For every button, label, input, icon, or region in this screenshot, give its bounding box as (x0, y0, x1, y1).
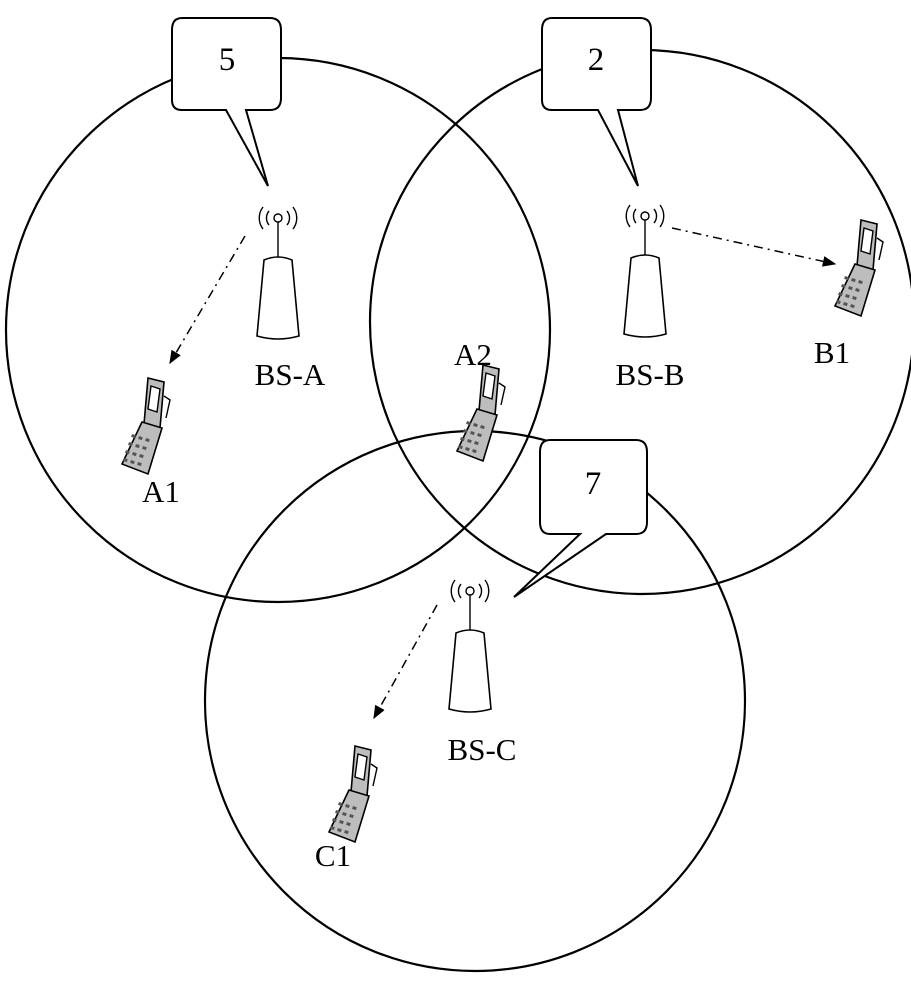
terminal-b1-phone-icon (834, 219, 884, 317)
callout-a-number: 5 (219, 42, 236, 78)
arrow-c-to-c1 (373, 604, 438, 720)
callout-b-number: 2 (588, 42, 605, 78)
callout-c: 7 (513, 439, 648, 598)
arrow-a-to-a1 (169, 235, 246, 365)
base-station-b-icon (623, 204, 667, 338)
base-station-a-icon (256, 206, 300, 340)
terminal-label-c1: C1 (315, 838, 351, 873)
callout-c-number: 7 (585, 466, 602, 502)
terminal-label-a1: A1 (142, 474, 180, 509)
base-station-c-icon (448, 579, 492, 713)
station-label-a: BS-A (255, 357, 326, 392)
callout-a: 5 (171, 17, 282, 187)
station-label-c: BS-C (448, 732, 517, 767)
terminal-label-b1: B1 (814, 335, 850, 370)
station-label-b: BS-B (616, 357, 685, 392)
terminal-a2-phone-icon (456, 364, 506, 462)
terminal-c1-phone-icon (328, 745, 378, 843)
arrow-b-to-b1 (671, 227, 837, 267)
terminal-label-a2: A2 (454, 337, 492, 372)
callout-b: 2 (541, 17, 652, 187)
terminal-a1-phone-icon (121, 377, 171, 475)
